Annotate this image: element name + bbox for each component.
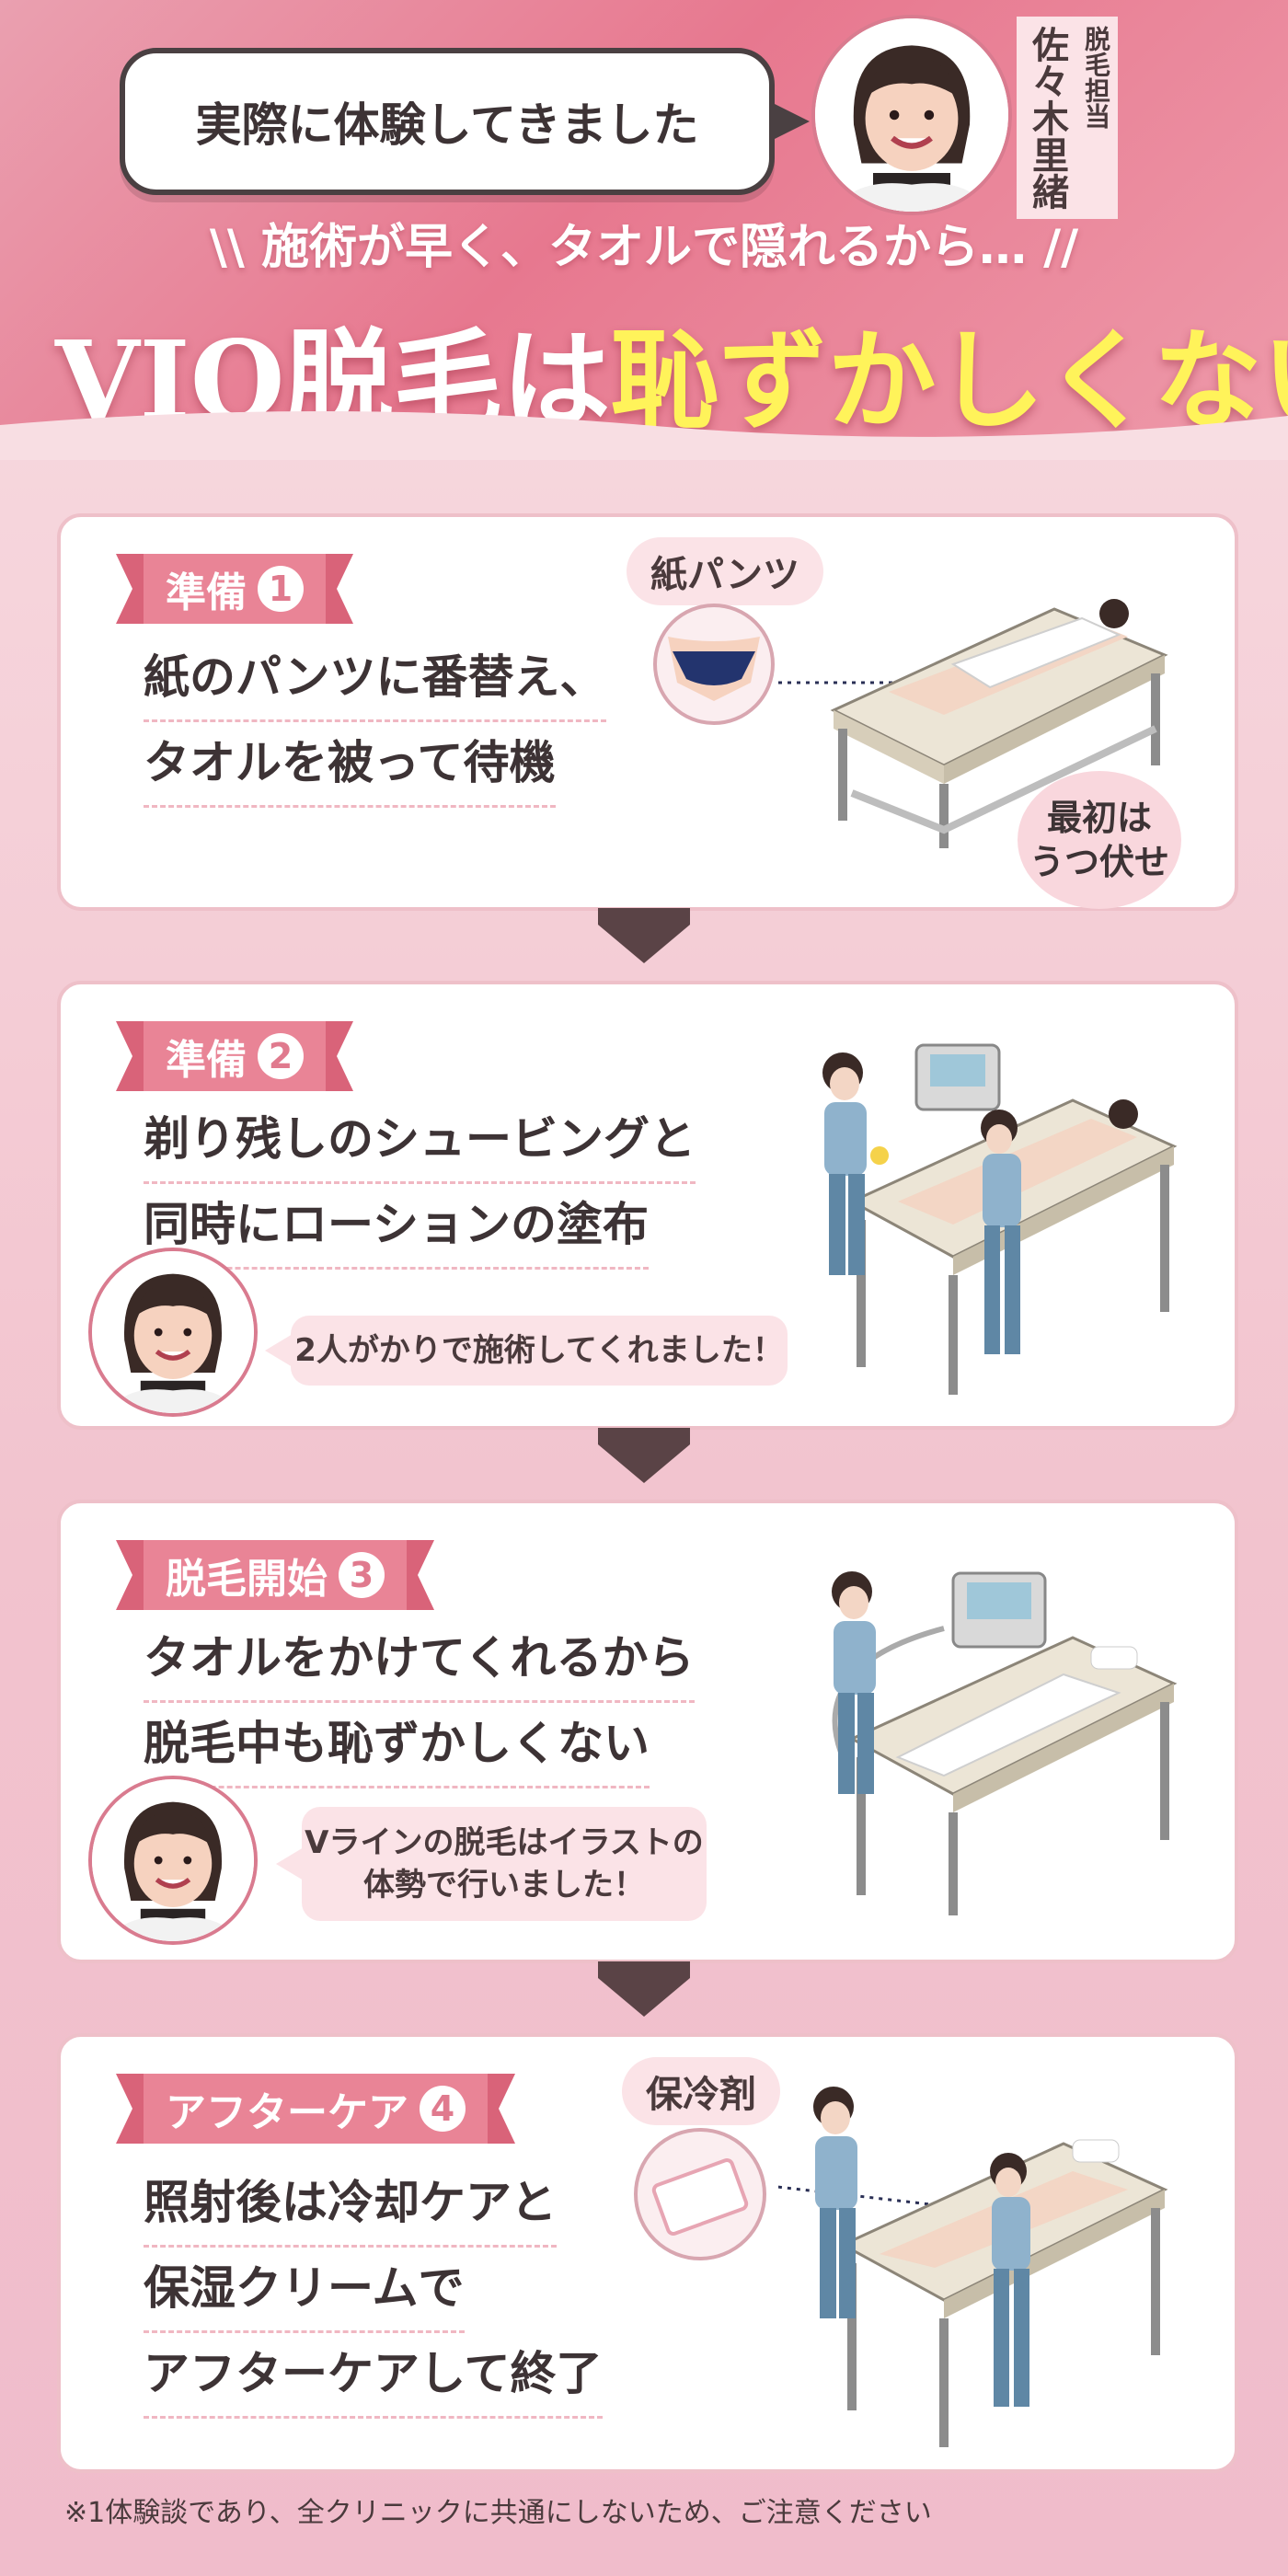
ice-pack-chip: 保冷剤: [622, 2057, 780, 2125]
step-tag-label: 準備: [166, 569, 247, 616]
ice-pack-icon: [634, 2128, 766, 2260]
header-banner: 実際に体験してきました 脱毛担当 佐々木里緒 \\ 施術が早く、タオルで隠れるか…: [0, 0, 1288, 460]
bubble-line: 体勢で行いました！: [362, 1867, 645, 1903]
pill-text: 実際に体験してきました: [195, 98, 699, 152]
step-tag-label: アフターケア: [166, 2089, 408, 2136]
step-number: 1: [258, 566, 304, 612]
note-line: 最初は: [1046, 798, 1152, 838]
subheadline: \\ 施術が早く、タオルで隠れるから… //: [209, 220, 1079, 275]
desc-line: 脱毛中も恥ずかしくない: [144, 1703, 650, 1788]
prone-note: 最初はうつ伏せ: [1018, 771, 1181, 909]
step-description: 紙のパンツに番替え、 タオルを被って待機: [144, 637, 606, 808]
note-line: うつ伏せ: [1029, 842, 1169, 882]
staff-label: 脱毛担当 佐々木里緒: [1017, 17, 1118, 219]
headline: VIO脱毛は恥ずかしくない！: [55, 293, 1288, 450]
desc-line: アフターケアして終了: [144, 2333, 603, 2419]
desc-line: 保湿クリームで: [144, 2248, 465, 2333]
desc-line: タオルをかけてくれるから: [144, 1617, 695, 1703]
step-number: 4: [420, 2086, 466, 2132]
shaving-illustration: [822, 1043, 1178, 1395]
comment-bubble: 2人がかりで施術してくれました！: [265, 1316, 788, 1386]
step-description: タオルをかけてくれるから 脱毛中も恥ずかしくない: [144, 1617, 695, 1788]
footnote: ※1体験談であり、全クリニックに共通にしないため、ご注意ください: [64, 2497, 932, 2529]
step-tag-label: 脱毛開始: [166, 1556, 328, 1603]
step-number: 3: [339, 1552, 385, 1598]
staff-avatar-small: [88, 1248, 258, 1417]
staff-role: 脱毛担当: [1081, 26, 1111, 129]
paper-pants-chip: 紙パンツ: [627, 537, 823, 605]
headline-highlight: 恥ずかしくない！: [610, 316, 1288, 444]
desc-line: 同時にローションの塗布: [144, 1184, 649, 1270]
desc-line: タオルを被って待機: [144, 722, 556, 808]
staff-name: 佐々木里緒: [1026, 26, 1068, 210]
desc-line: 剃り残しのシュービングと: [144, 1098, 696, 1184]
experience-pill: 実際に体験してきました: [120, 48, 810, 195]
step-tag-4: アフターケア 4: [116, 2074, 515, 2144]
desc-line: 照射後は冷却ケアと: [144, 2162, 557, 2248]
flow-arrow: [598, 908, 690, 963]
treatment-bed-illustration: [778, 599, 1168, 848]
step-tag-label: 準備: [166, 1037, 247, 1084]
bubble-line: Vラインの脱毛はイラストの: [305, 1824, 704, 1861]
header-wave: [0, 411, 1288, 460]
paper-pants-icon: [653, 604, 775, 725]
staff-avatar-small: [88, 1776, 258, 1945]
step-description: 照射後は冷却ケアと 保湿クリームで アフターケアして終了: [144, 2162, 603, 2419]
flow-arrow: [598, 1428, 690, 1483]
staff-avatar: [811, 15, 1012, 215]
laser-treatment-illustration: [832, 1571, 1178, 1915]
desc-line: 紙のパンツに番替え、: [144, 637, 606, 722]
step-number: 2: [258, 1033, 304, 1079]
step-card-4: アフターケア 4 照射後は冷却ケアと 保湿クリームで アフターケアして終了 保冷剤: [57, 2033, 1238, 2473]
comment-bubble: Vラインの脱毛はイラストの体勢で行いました！: [276, 1807, 707, 1921]
aftercare-illustration: [778, 2087, 1168, 2447]
step-description: 剃り残しのシュービングと 同時にローションの塗布: [144, 1098, 696, 1270]
flow-arrow: [598, 1961, 690, 2017]
